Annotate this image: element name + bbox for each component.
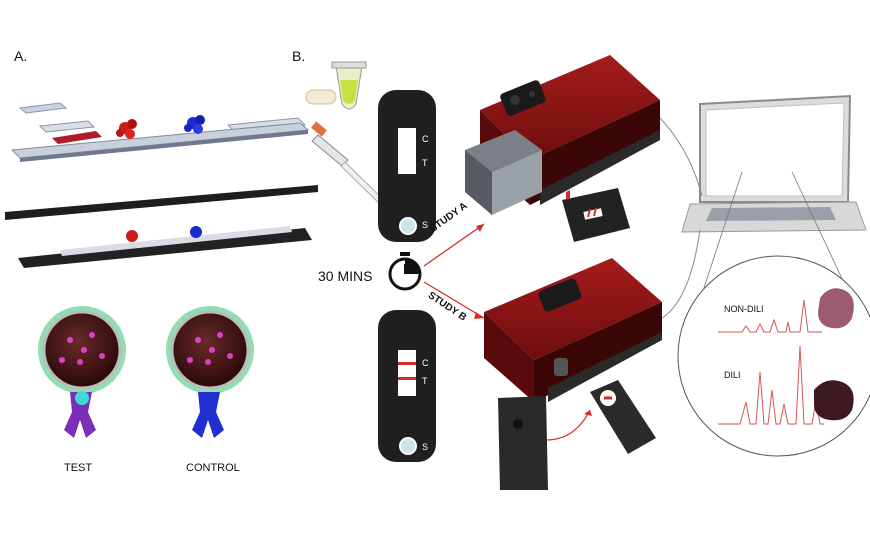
backing-card-edge [20,130,308,162]
control-nanoparticle [166,306,254,438]
test-particle-label: TEST [64,462,93,474]
red-conjugate-pad [52,131,102,144]
lfa-cassette-top [378,90,436,242]
stopwatch-icon [388,252,422,291]
conjugate-pad-layer [38,120,96,133]
dili-spectrum [718,345,824,425]
reader-a-test-cartridge [562,188,630,242]
strip-bottom-t-mark: T [422,376,428,386]
cassette-top-lid [5,185,318,220]
strip-top-c-mark: C [422,134,429,144]
arrow-study-a [423,223,485,267]
non-dili-spectrum [718,299,822,333]
strip-bottom-s-mark: S [422,442,428,452]
healthy-liver-icon [818,288,854,329]
arrow-study-b [423,281,485,319]
insert-arrow-b-head [584,410,592,416]
reader-b-cartridge-dark [498,396,548,490]
test-target-analyte [75,391,89,405]
reader-a-cartridge-holder [465,130,542,215]
pill-capsule-icon [305,89,337,105]
panel-b-label: B. [292,48,306,64]
sample-pad-layer [18,102,68,114]
cassette-blue-line [190,226,202,238]
dili-label: DILI [724,370,741,380]
strip-bottom-c-mark: C [422,358,429,368]
cassette-window [60,226,292,256]
test-nanoparticle [38,306,126,438]
cassette-base [18,228,312,268]
panel-a-label: A. [14,48,28,64]
cable-reader-a [659,117,703,197]
spectra-zoom-circle [677,255,870,457]
exploded-strip-layers [10,102,310,162]
strip-top-s-mark: S [422,220,428,230]
test-antibody [64,392,96,438]
control-particle-label: CONTROL [186,462,240,474]
strip-top-t-mark: T [422,158,428,168]
insert-arrow-b [545,409,591,441]
cable-reader-b [661,229,701,319]
control-antibody [192,392,224,438]
cassette-exploded [5,185,318,268]
zoom-line-left [699,171,743,301]
lfa-cassette-bottom [378,310,436,462]
damaged-liver-icon [814,380,854,421]
reader-b-cartridge-light [590,380,656,454]
test-line-antibody-red [116,119,137,139]
control-line-antibody-blue [184,115,205,134]
reader-device-b [484,258,662,402]
cassette-red-line [126,230,138,242]
sample-tube-icon [331,61,367,110]
laptop-icon [681,94,867,233]
timer-label: 30 MINS [318,268,373,284]
non-dili-label: NON-DILI [724,304,764,314]
